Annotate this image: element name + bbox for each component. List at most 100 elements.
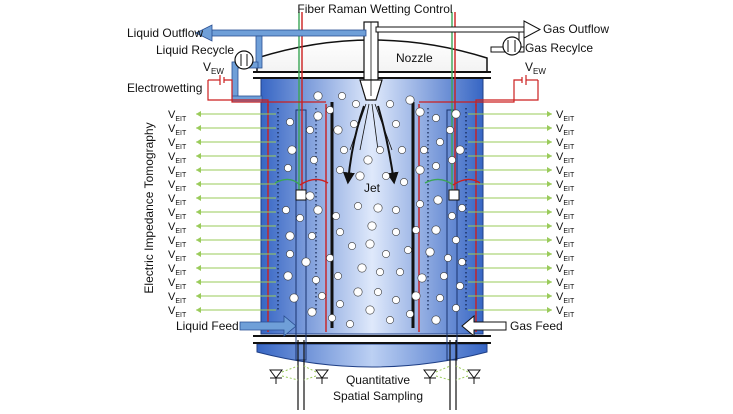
gas-recycle-pump xyxy=(502,36,522,56)
veit-label-left: VEIT xyxy=(168,109,187,123)
bubble xyxy=(436,294,444,302)
eit-arrowhead-right xyxy=(547,251,552,257)
eit-arrowhead-left xyxy=(196,167,201,173)
bubble xyxy=(346,320,354,328)
veit-label-right: VEIT xyxy=(556,193,575,207)
veit-label-right: VEIT xyxy=(556,123,575,137)
bubble xyxy=(305,191,315,201)
veit-label-left: VEIT xyxy=(168,221,187,235)
eit-arrowhead-left xyxy=(196,237,201,243)
veit-label-left: VEIT xyxy=(168,235,187,249)
veit-label-left: VEIT xyxy=(168,305,187,319)
bubble xyxy=(355,171,365,181)
bubble xyxy=(289,293,299,303)
fiber-probe-left xyxy=(295,189,307,201)
bubble xyxy=(301,257,311,267)
fiber-raman-label: Fiber Raman Wetting Control xyxy=(297,2,452,16)
gas-feed-label: Gas Feed xyxy=(510,319,563,333)
bubble xyxy=(411,291,421,301)
eit-arrowhead-left xyxy=(196,223,201,229)
veit-label-right: VEIT xyxy=(556,221,575,235)
bubble xyxy=(332,212,340,220)
bubble xyxy=(284,164,292,172)
veit-label-left: VEIT xyxy=(168,137,187,151)
electrowetting-circuit-right xyxy=(419,75,539,106)
eit-arrowhead-left xyxy=(196,209,201,215)
eit-arrowhead-left xyxy=(196,265,201,271)
bubble xyxy=(458,204,466,212)
eit-arrowhead-right xyxy=(547,167,552,173)
bubble xyxy=(386,100,394,108)
veit-label-left: VEIT xyxy=(168,165,187,179)
eit-arrowhead-left xyxy=(196,125,201,131)
electrowetting-circuit-left xyxy=(207,75,326,106)
veit-label-right: VEIT xyxy=(556,249,575,263)
eit-arrowhead-right xyxy=(547,139,552,145)
eit-arrowhead-right xyxy=(547,195,552,201)
eit-arrowhead-right xyxy=(547,279,552,285)
bubble xyxy=(357,263,367,273)
veit-label-left: VEIT xyxy=(168,291,187,305)
vessel-bottom xyxy=(256,343,488,368)
veit-label-left: VEIT xyxy=(168,277,187,291)
bubble xyxy=(415,165,425,175)
eit-arrowhead-left xyxy=(196,139,201,145)
veit-label-right: VEIT xyxy=(556,277,575,291)
eit-arrowhead-left xyxy=(196,293,201,299)
bubble xyxy=(436,138,444,146)
bubble xyxy=(400,178,408,186)
liquid-outflow-label: Liquid Outflow xyxy=(127,26,203,40)
bubble xyxy=(392,296,400,304)
eit-arrowhead-left xyxy=(196,153,201,159)
bubble xyxy=(328,314,336,322)
bubble xyxy=(336,166,344,174)
bubble xyxy=(365,239,375,249)
veit-label-right: VEIT xyxy=(556,151,575,165)
veit-label-right: VEIT xyxy=(556,179,575,193)
sampling-sensors xyxy=(269,369,481,384)
bubble xyxy=(448,212,456,220)
bubble xyxy=(415,107,425,117)
veit-label-left: VEIT xyxy=(168,151,187,165)
bubble xyxy=(313,91,323,101)
gas-outflow-label: Gas Outflow xyxy=(543,22,609,36)
eit-arrowhead-right xyxy=(547,265,552,271)
bubble xyxy=(334,272,342,280)
bubble xyxy=(285,231,295,241)
electrowetting-label: Electrowetting xyxy=(127,81,202,95)
nozzle xyxy=(359,21,383,101)
jet-arrow-left xyxy=(342,105,365,185)
vessel-body xyxy=(260,77,484,335)
veit-label-right: VEIT xyxy=(556,109,575,123)
bubble xyxy=(432,114,440,122)
bubble xyxy=(386,316,394,324)
bubble xyxy=(336,228,344,236)
jet-label: Jet xyxy=(364,181,381,195)
vew-label-left: VEW xyxy=(203,60,224,76)
fiber-probe-right xyxy=(448,189,460,201)
bubble xyxy=(282,206,290,214)
bubble xyxy=(365,305,375,315)
bubble xyxy=(455,145,465,155)
bubble xyxy=(448,156,456,164)
eit-arrowhead-right xyxy=(547,111,552,117)
bubble xyxy=(382,172,390,180)
bubble xyxy=(451,109,461,119)
bubble xyxy=(306,126,314,134)
bubble xyxy=(406,310,414,318)
bubble xyxy=(446,126,454,134)
bubble xyxy=(404,246,412,254)
bubble xyxy=(354,202,362,210)
eit-arrowhead-left xyxy=(196,307,201,313)
veit-label-right: VEIT xyxy=(556,207,575,221)
veit-label-right: VEIT xyxy=(556,137,575,151)
bubble xyxy=(376,146,384,154)
eit-arrowhead-right xyxy=(547,237,552,243)
veit-label-right: VEIT xyxy=(556,291,575,305)
bubble xyxy=(396,268,404,276)
veit-label-left: VEIT xyxy=(168,263,187,277)
liquid-feed-label: Liquid Feed xyxy=(176,319,239,333)
sampling-label-line1: Quantitative xyxy=(346,373,410,387)
bubble xyxy=(313,205,323,215)
